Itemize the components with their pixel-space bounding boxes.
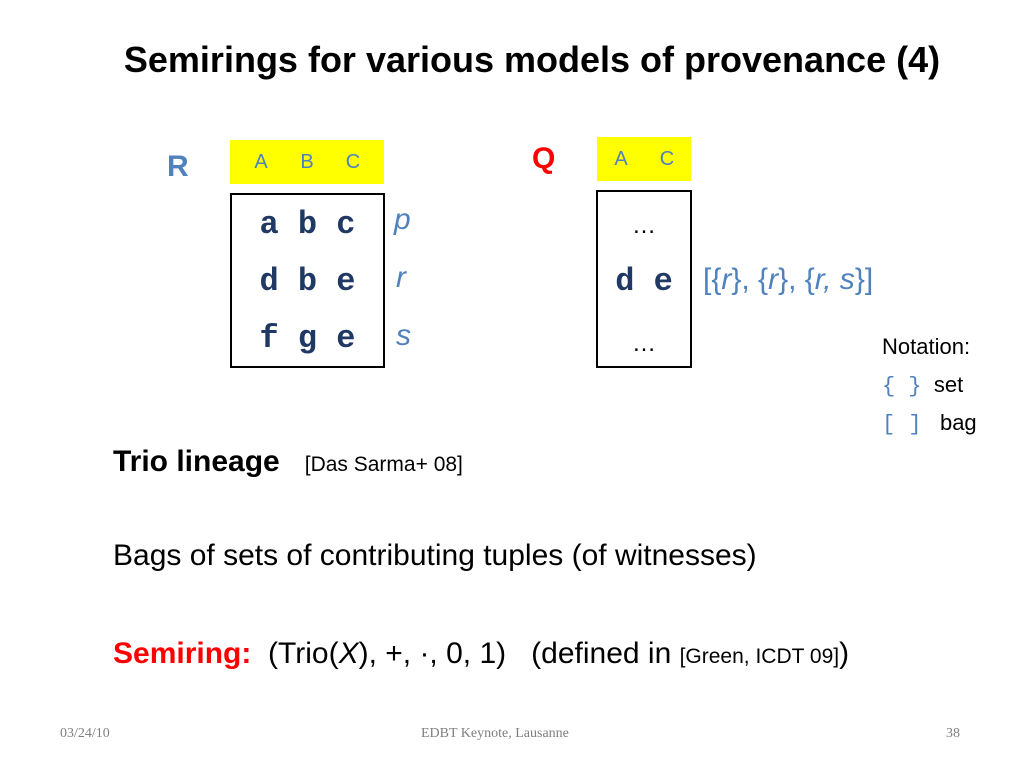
- semiring-line: Semiring: (Trio(X), +, ·, 0, 1) (defined…: [113, 636, 849, 675]
- notation-label: Notation:: [882, 334, 971, 359]
- prov-sep-1: }, {: [731, 263, 769, 296]
- semiring-expr-var: X: [338, 637, 359, 670]
- relation-r-name: R: [167, 150, 189, 183]
- relation-r-row: d b e: [259, 263, 356, 300]
- prov-token-3: r, s: [814, 263, 855, 296]
- prov-close: }]: [854, 263, 874, 296]
- prov-sep-2: }, {: [778, 263, 815, 296]
- relation-r-row: a b c: [259, 206, 356, 243]
- semiring-label: Semiring:: [113, 637, 252, 670]
- set-symbol: { }: [882, 374, 922, 399]
- footer-center: EDBT Keynote, Lausanne: [421, 726, 569, 741]
- relation-r-col-a: A: [254, 151, 268, 173]
- trio-heading-line: Trio lineage [Das Sarma+ 08]: [113, 444, 463, 483]
- semiring-citation: [Green, ICDT 09]: [679, 645, 840, 668]
- slide-title: Semirings for various models of provenan…: [123, 39, 941, 80]
- semiring-defined-pre: (defined in: [531, 637, 680, 670]
- relation-q-ellipsis-top: …: [632, 212, 656, 239]
- trio-heading: Trio lineage: [113, 445, 280, 478]
- annotation-r: r: [396, 261, 406, 294]
- footer-date: 03/24/10: [60, 726, 110, 741]
- bag-label: bag: [939, 410, 977, 435]
- relation-r-table: a b c d b e f g e: [230, 193, 385, 368]
- relation-q-col-a: A: [614, 148, 628, 170]
- provenance-expression: [{r}, {r}, {r, s}]: [703, 262, 873, 298]
- notation-set: { } set: [882, 372, 963, 400]
- annotation-s: s: [396, 319, 411, 352]
- relation-q-name: Q: [532, 142, 556, 175]
- prov-token-2: r: [768, 263, 779, 296]
- relation-q-table: … d e …: [596, 190, 692, 368]
- semiring-expr-pre: (Trio(: [268, 637, 339, 670]
- bag-symbol: [ ]: [882, 412, 922, 437]
- trio-citation: [Das Sarma+ 08]: [304, 453, 463, 476]
- relation-r-header: A B C: [230, 140, 384, 184]
- relation-q-ellipsis-bottom: …: [632, 330, 656, 357]
- relation-r-row: f g e: [259, 320, 356, 357]
- prov-open: [{: [703, 263, 722, 296]
- semiring-expr-post: ), +, ·, 0, 1): [358, 637, 507, 670]
- relation-r-col-c: C: [345, 151, 361, 173]
- relation-q-row: d e: [615, 263, 673, 300]
- relation-r-col-b: B: [300, 151, 314, 173]
- relation-q-col-c: C: [659, 148, 675, 170]
- annotation-p: p: [394, 203, 411, 236]
- prov-token-1: r: [721, 263, 732, 296]
- semiring-defined-post: ): [839, 637, 850, 670]
- description-text: Bags of sets of contributing tuples (of …: [113, 539, 757, 572]
- notation-bag: [ ] bag: [882, 410, 977, 438]
- footer-page-number: 38: [946, 726, 960, 741]
- set-label: set: [933, 372, 964, 397]
